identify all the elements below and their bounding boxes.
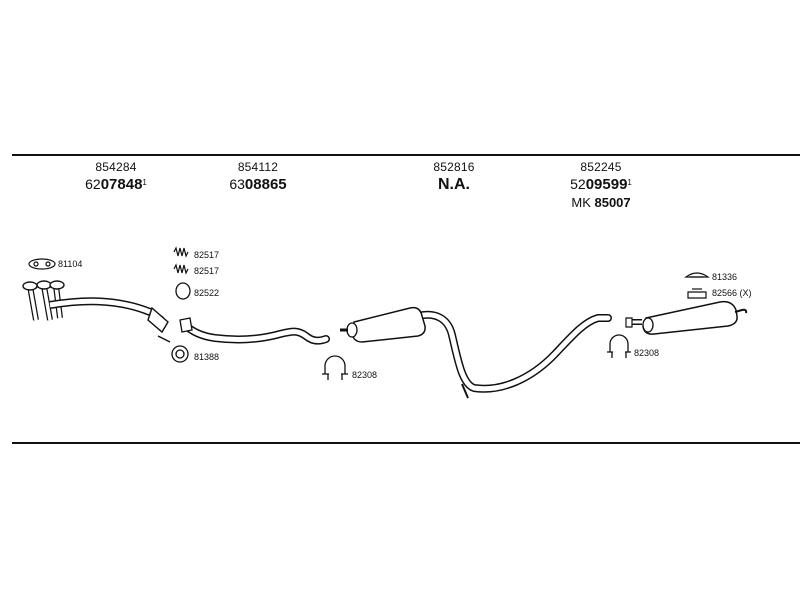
part-number: 854112	[237, 160, 279, 174]
clamp-icon	[607, 334, 631, 358]
part-number: 852816	[433, 160, 475, 174]
gasket-icon	[28, 258, 56, 270]
middle-silencer-icon	[340, 306, 612, 399]
part-column-downpipe: 854284 62078481	[66, 160, 166, 193]
hanger-icon	[687, 288, 707, 299]
order-number: 6308865	[229, 176, 287, 193]
top-divider	[12, 154, 800, 156]
sealing-ring-icon	[175, 282, 191, 300]
callout-label: 81388	[194, 352, 219, 362]
sealing-ring-icon	[171, 345, 189, 363]
downpipe-icon	[22, 280, 171, 343]
spring-icon	[173, 246, 189, 275]
callout-label: 82517	[194, 250, 219, 260]
rubber-mount-icon	[684, 272, 710, 278]
order-number: 62078481	[85, 176, 147, 193]
callout-label: 81104	[58, 259, 82, 269]
callout-label: 81336	[712, 272, 737, 282]
callout-label: 82308	[352, 370, 377, 380]
part-column-front-pipe: 854112 6308865	[208, 160, 308, 193]
callout-label: 82308	[634, 348, 659, 358]
part-column-middle-silencer: 852816 N.A.	[404, 160, 504, 194]
bottom-divider	[12, 442, 800, 444]
clamp-icon	[322, 355, 348, 380]
callout-label: 82522	[194, 288, 219, 298]
order-number: N.A.	[438, 176, 470, 193]
order-number: 52095991	[570, 176, 632, 193]
part-number: 854284	[95, 160, 137, 174]
rear-silencer-icon	[625, 300, 748, 335]
part-column-rear-silencer: 852245 52095991 MK 85007	[546, 160, 656, 210]
callout-label: 82566 (X)	[712, 288, 752, 298]
mounting-kit-number: MK 85007	[571, 195, 631, 210]
part-number: 852245	[580, 160, 622, 174]
callout-label: 82517	[194, 266, 219, 276]
front-pipe-icon	[179, 317, 330, 345]
